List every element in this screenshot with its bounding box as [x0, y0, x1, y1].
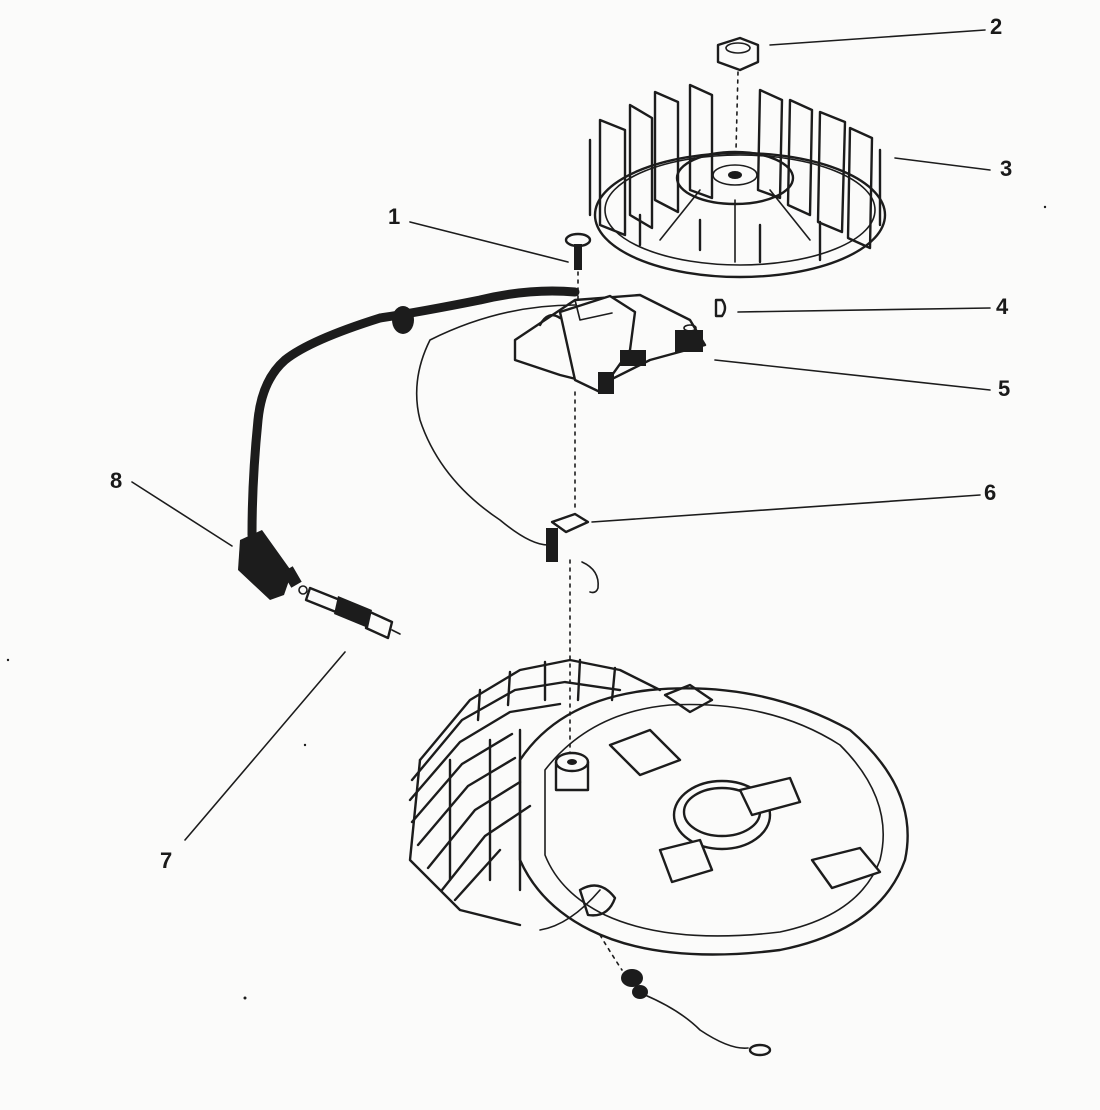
spark-plug [298, 585, 401, 640]
callout-6: 6 [984, 480, 997, 505]
leader-8 [131, 481, 233, 547]
engine-block [408, 658, 909, 971]
callout-4: 4 [996, 294, 1009, 319]
callout-5: 5 [998, 376, 1011, 401]
spark-plug-lead [247, 286, 580, 546]
leader-3 [894, 157, 991, 171]
callout-2: 2 [990, 14, 1003, 39]
leader-2 [769, 29, 986, 46]
leader-7 [184, 651, 346, 841]
flywheel [588, 83, 887, 279]
flywheel-nut [716, 36, 760, 151]
callout-8: 8 [110, 468, 123, 493]
leader-4 [737, 307, 991, 313]
callout-3: 3 [1000, 156, 1013, 181]
flywheel-key [714, 298, 727, 318]
ignition-module [513, 293, 707, 511]
callout-1: 1 [388, 204, 401, 229]
leader-lines [131, 29, 991, 841]
leader-5 [714, 359, 991, 391]
leader-1 [409, 221, 569, 263]
leader-6 [591, 494, 981, 523]
spark-plug-boot [238, 530, 302, 600]
stop-wire [621, 969, 772, 1057]
scan-specks [6, 205, 1047, 1000]
callout-7: 7 [160, 848, 173, 873]
ground-clip [546, 512, 599, 761]
